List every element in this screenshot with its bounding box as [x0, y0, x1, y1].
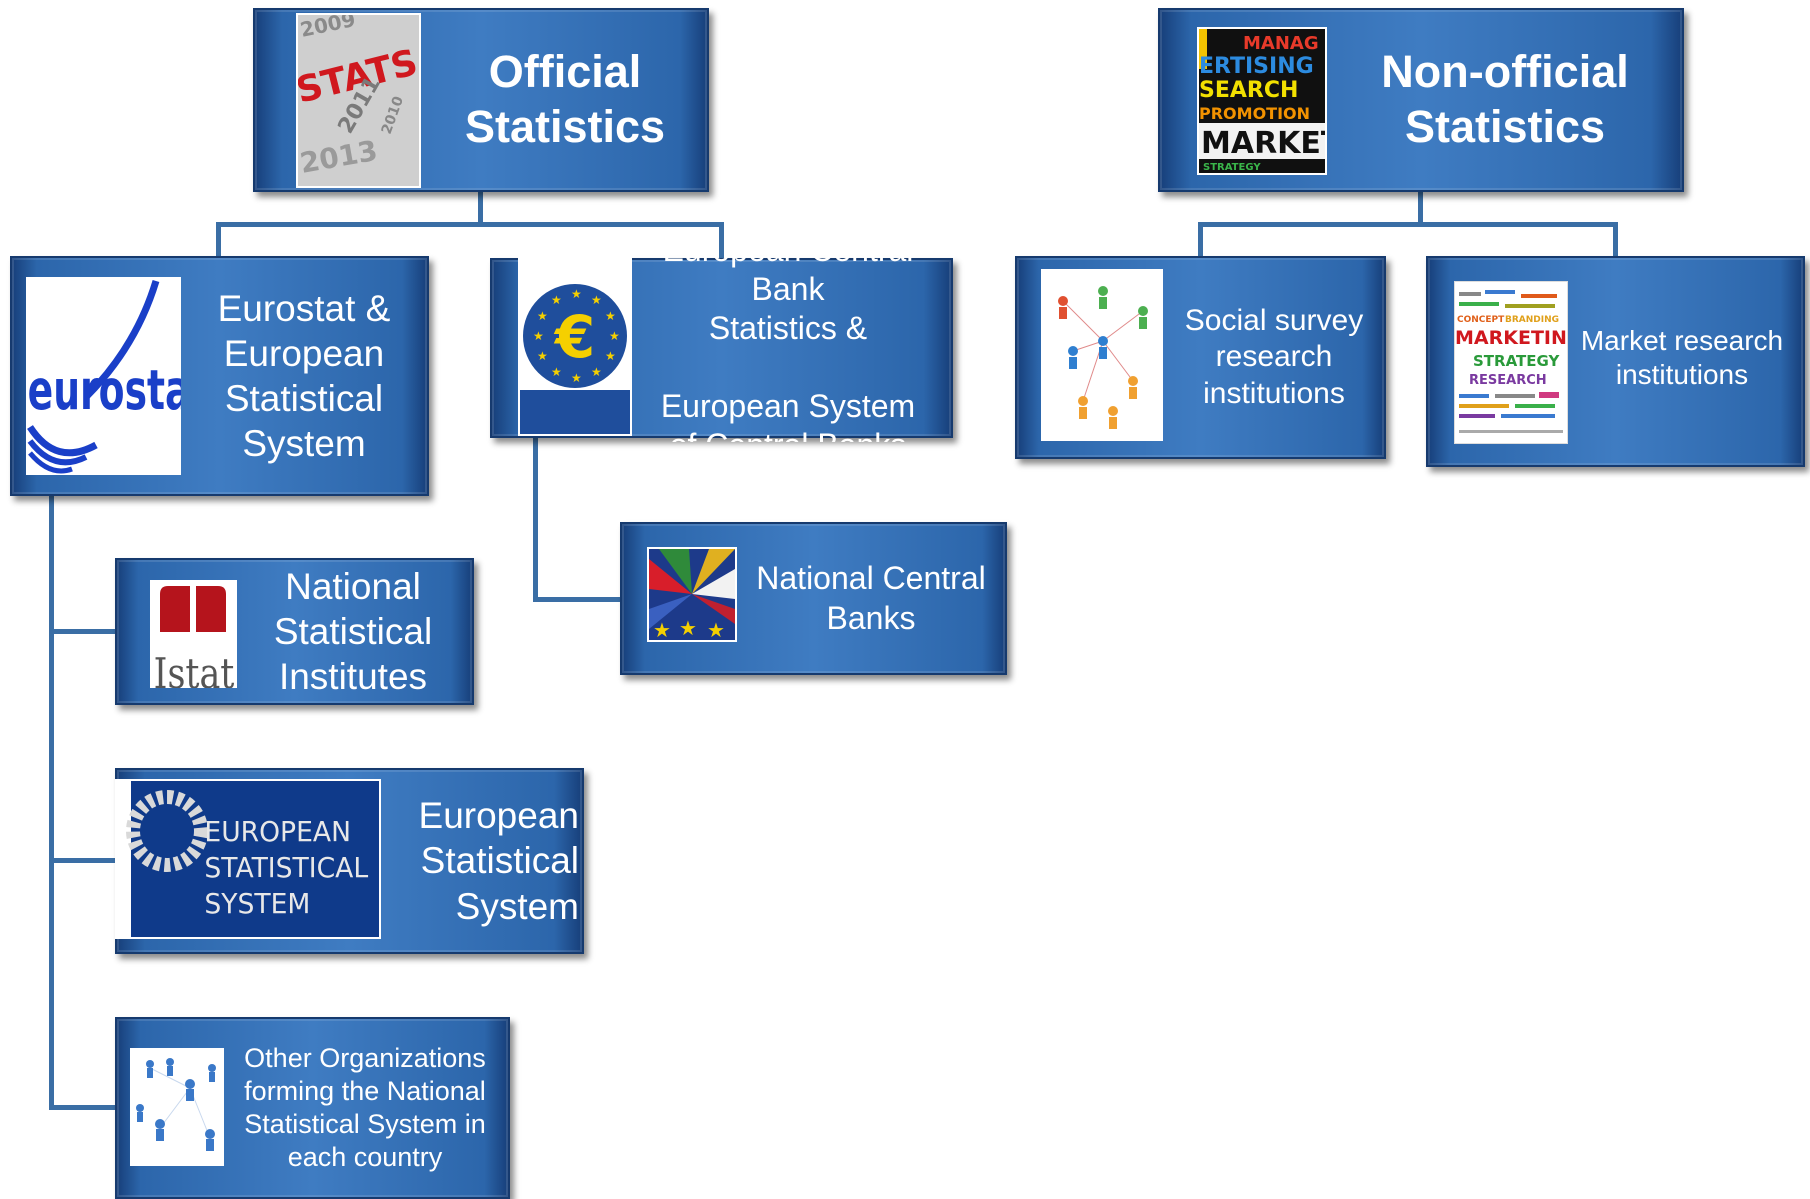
connector-to-ncb — [533, 597, 623, 602]
ess-logo-line-1: EUROPEAN — [204, 816, 351, 848]
connector-ecb-vertical — [533, 438, 538, 602]
people-network-image — [130, 1048, 224, 1166]
svg-text:★: ★ — [591, 365, 602, 379]
connector-to-ecb — [719, 222, 724, 258]
wordcloud-word-3: MARKETING — [1455, 327, 1567, 349]
svg-text:★: ★ — [605, 309, 616, 323]
svg-text:★: ★ — [533, 329, 544, 343]
eurostat-logo: eurostat — [26, 277, 181, 475]
eurostat-label: Eurostat & European Statistical System — [217, 287, 391, 465]
ess-box: European Statistical System EUROPEAN STA… — [115, 768, 584, 954]
svg-text:★: ★ — [591, 293, 602, 307]
social-survey-box: Social survey research institutions — [1015, 256, 1386, 459]
istat-logo-text: Istat — [154, 650, 235, 688]
market-research-label: Market research institutions — [1580, 324, 1784, 390]
ncb-flags-image: ★ ★ ★ — [647, 547, 737, 642]
connector-to-market — [1613, 222, 1618, 256]
svg-text:★: ★ — [609, 329, 620, 343]
svg-text:★: ★ — [537, 309, 548, 323]
connector-nonofficial-down — [1418, 192, 1423, 224]
eurostat-logo-text: eurostat — [28, 359, 181, 423]
svg-text:★: ★ — [551, 293, 562, 307]
nonofficial-statistics-box: MANAG ERTISING SEARCH PROMOTION MARKET S… — [1158, 8, 1684, 192]
ncb-label: National Central Banks — [756, 560, 986, 636]
official-statistics-label: Official Statistics — [464, 46, 666, 152]
market-word-3: SEARCH — [1199, 78, 1298, 103]
ecb-label: European Central Bank Statistics & Europ… — [660, 254, 916, 442]
connector-eurostat-vertical — [49, 496, 54, 1110]
market-research-box: CONCEPT BRANDING MARKETING STRATEGY RESE… — [1426, 256, 1805, 467]
connector-official-horizontal — [216, 222, 724, 227]
official-statistics-box: 2009 STATS 2011 2013 2010 Official Stati… — [253, 8, 709, 192]
svg-text:★: ★ — [653, 618, 671, 640]
nsi-box: Istat National Statistical Institutes — [115, 558, 474, 705]
nonofficial-statistics-label: Non-official Statistics — [1381, 46, 1629, 152]
market-word-6: STRATEGY — [1203, 162, 1261, 173]
market-word-1: MANAG — [1243, 33, 1319, 54]
euro-symbol: € — [553, 303, 595, 371]
connector-to-nsi — [49, 629, 117, 634]
connector-to-ess — [49, 858, 117, 863]
other-orgs-label: Other Organizations forming the National… — [244, 1043, 486, 1172]
svg-text:★: ★ — [537, 349, 548, 363]
svg-text:★: ★ — [707, 618, 725, 640]
svg-text:★: ★ — [571, 371, 582, 385]
marketing-wordcloud-image: CONCEPT BRANDING MARKETING STRATEGY RESE… — [1454, 281, 1568, 444]
connector-to-eurostat — [216, 222, 221, 256]
wordcloud-word-1: CONCEPT — [1457, 315, 1505, 325]
eurostat-box: eurostat Eurostat & European Statistical… — [10, 256, 429, 496]
stats-image: 2009 STATS 2011 2013 2010 — [296, 13, 421, 188]
wordcloud-word-4: STRATEGY — [1473, 352, 1560, 370]
ecb-box: ★★★ ★★★ ★★★ ★★★ € European Central Bank … — [490, 252, 953, 442]
istat-logo: Istat — [150, 580, 237, 688]
wordcloud-word-5: RESEARCH — [1469, 373, 1547, 388]
connector-official-down — [478, 192, 483, 224]
svg-text:★: ★ — [679, 616, 697, 640]
nsi-label: National Statistical Institutes — [273, 565, 433, 698]
svg-text:★: ★ — [551, 365, 562, 379]
market-word-5: MARKET — [1201, 126, 1325, 161]
ecb-logo: ★★★ ★★★ ★★★ ★★★ € — [518, 252, 632, 436]
market-words-image: MANAG ERTISING SEARCH PROMOTION MARKET S… — [1197, 27, 1327, 175]
other-orgs-box: Other Organizations forming the National… — [115, 1017, 510, 1199]
connector-nonofficial-horizontal — [1198, 222, 1618, 227]
ess-logo-line-3: SYSTEM — [204, 888, 310, 920]
social-survey-label: Social survey research institutions — [1184, 303, 1364, 410]
svg-text:★: ★ — [571, 287, 582, 301]
ess-logo-line-2: STATISTICAL — [204, 852, 369, 884]
wordcloud-word-2: BRANDING — [1505, 315, 1559, 325]
svg-text:★: ★ — [605, 349, 616, 363]
ess-logo: EUROPEAN STATISTICAL SYSTEM — [115, 779, 381, 939]
connector-to-social — [1198, 222, 1203, 256]
market-word-2: ERTISING — [1199, 54, 1314, 79]
market-word-4: PROMOTION — [1199, 104, 1310, 123]
ess-label: European Statistical System — [418, 795, 579, 927]
ncb-box: ★ ★ ★ National Central Banks — [620, 522, 1007, 675]
connector-to-other — [49, 1105, 117, 1110]
social-network-image — [1041, 269, 1163, 441]
